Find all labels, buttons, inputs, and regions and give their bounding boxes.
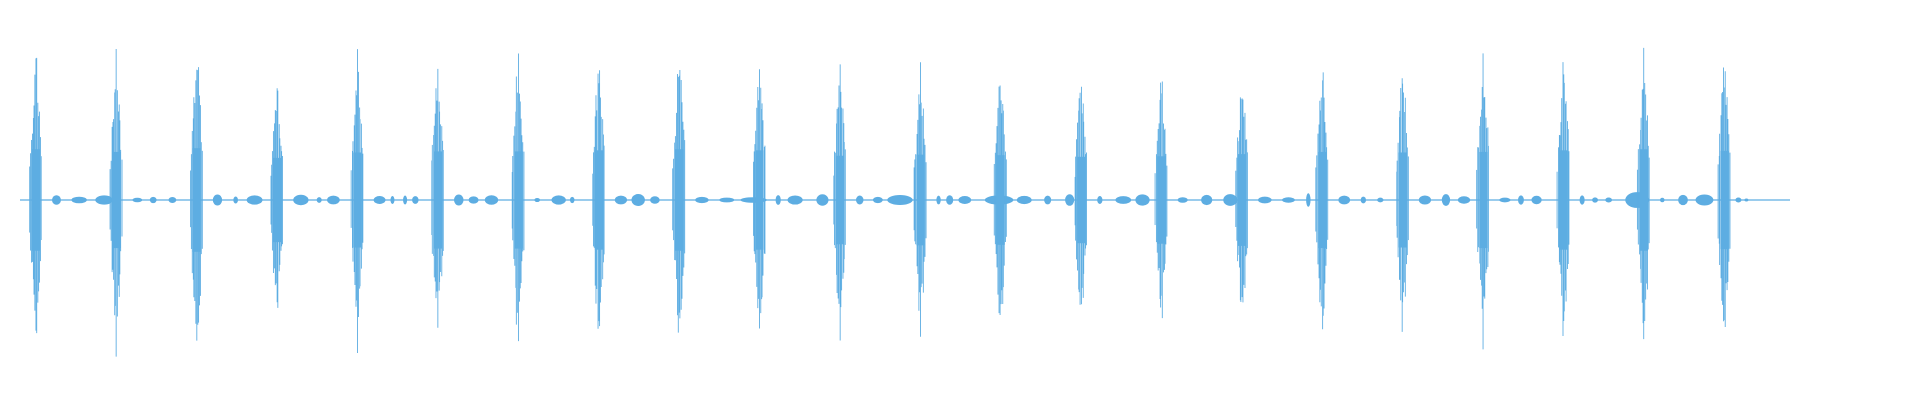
waveform-noise-blob <box>856 195 864 205</box>
waveform-noise-blob <box>454 194 464 206</box>
waveform-noise-blob <box>787 195 803 205</box>
waveform-noise-blob <box>95 195 114 205</box>
waveform-noise-blob <box>569 196 575 204</box>
waveform-noise-blob <box>316 197 322 203</box>
waveform-noise-blob <box>1135 194 1150 206</box>
waveform-noise-blob <box>695 196 709 204</box>
waveform-pulse-core <box>1077 156 1086 244</box>
waveform-noise-blob <box>958 196 972 204</box>
waveform-pulse-core <box>1238 154 1246 246</box>
waveform-noise-blob <box>149 196 157 204</box>
waveform-noise-blob <box>775 195 781 205</box>
waveform-noise-blob <box>1223 194 1238 206</box>
waveform-pulse-core <box>112 151 121 249</box>
waveform-noise-blob <box>71 196 87 204</box>
waveform-noise-blob <box>1605 197 1613 203</box>
waveform-noise-blob <box>1065 194 1075 206</box>
waveform-pulse-core <box>916 154 925 246</box>
waveform-pulse-core <box>32 149 40 251</box>
waveform-pulse-core <box>273 157 282 243</box>
waveform-pulse-core <box>1157 156 1166 244</box>
waveform-noise-blob <box>168 197 177 203</box>
waveform-noise-blob <box>468 196 479 204</box>
waveform-noise-blob <box>946 195 954 205</box>
waveform-group <box>20 47 1790 357</box>
waveform-noise-blob <box>132 197 143 203</box>
waveform-pulse-core <box>755 150 764 250</box>
waveform-pulse-core <box>1398 152 1407 248</box>
waveform-noise-blob <box>1418 195 1432 205</box>
waveform-noise-blob <box>1579 195 1585 205</box>
waveform-noise-blob <box>1499 197 1511 203</box>
waveform-noise-blob <box>484 195 499 205</box>
waveform-noise-blob <box>52 195 61 205</box>
waveform-pulse-core <box>1559 150 1568 250</box>
waveform-pulse-core <box>1479 151 1488 249</box>
waveform-noise-blob <box>1115 196 1132 204</box>
waveform-pulse-core <box>675 149 684 251</box>
waveform-noise-blob <box>1016 195 1032 205</box>
waveform-noise-blob <box>887 195 913 205</box>
waveform-pulse-core <box>594 150 603 250</box>
waveform-pulse-core <box>1720 150 1729 250</box>
waveform-noise-blob <box>816 194 829 206</box>
waveform-noise-blob <box>1744 198 1749 202</box>
waveform-noise-blob <box>1457 196 1471 204</box>
waveform-noise-blob <box>1377 197 1384 203</box>
waveform-noise-blob <box>534 197 541 203</box>
waveform-noise-blob <box>650 196 660 204</box>
waveform-noise-blob <box>1735 197 1742 203</box>
waveform-noise-blob <box>936 195 941 205</box>
waveform-noise-blob <box>1441 194 1451 206</box>
waveform-noise-blob <box>1592 197 1599 203</box>
waveform-noise-blob <box>1201 194 1213 206</box>
waveform-pulse-core <box>1640 149 1648 251</box>
waveform-noise-blob <box>1678 194 1688 206</box>
waveform-noise-blob <box>327 195 340 205</box>
waveform-noise-blob <box>293 194 309 206</box>
waveform-noise-blob <box>1660 197 1665 203</box>
waveform-pulse-core <box>514 151 523 249</box>
waveform-noise-blob <box>1518 195 1524 205</box>
waveform-noise-blob <box>390 196 395 204</box>
waveform-noise-blob <box>212 194 223 206</box>
waveform-noise-blob <box>872 196 883 204</box>
waveform-noise-blob <box>246 195 263 205</box>
waveform-pulse-core <box>353 152 362 248</box>
waveform-noise-blob <box>631 194 645 206</box>
waveform-noise-blob <box>1282 197 1295 203</box>
waveform-noise-blob <box>1695 194 1714 206</box>
waveform-noise-blob <box>403 195 408 205</box>
waveform-noise-blob <box>233 196 238 204</box>
waveform-noise-blob <box>373 196 386 204</box>
waveform-pulse-core <box>1318 151 1327 249</box>
waveform-noise-blob <box>614 195 628 205</box>
waveform-noise-blob <box>1531 195 1542 205</box>
waveform-noise-blob <box>1044 195 1052 205</box>
waveform-noise-blob <box>1360 196 1367 204</box>
waveform-noise-blob <box>1177 197 1188 203</box>
waveform-noise-blob <box>1338 195 1351 205</box>
waveform-noise-blob <box>1097 196 1103 204</box>
waveform-pulse-core <box>434 151 442 249</box>
waveform-noise-blob <box>1258 196 1272 204</box>
waveform-noise-blob <box>1306 193 1311 207</box>
waveform-noise-blob <box>412 196 419 204</box>
waveform-pulse-core <box>996 155 1005 245</box>
waveform-pulse-core <box>836 155 844 245</box>
waveform-noise-blob <box>551 195 566 205</box>
waveform-pulse-core <box>192 148 201 252</box>
waveform-noise-blob <box>719 197 735 203</box>
